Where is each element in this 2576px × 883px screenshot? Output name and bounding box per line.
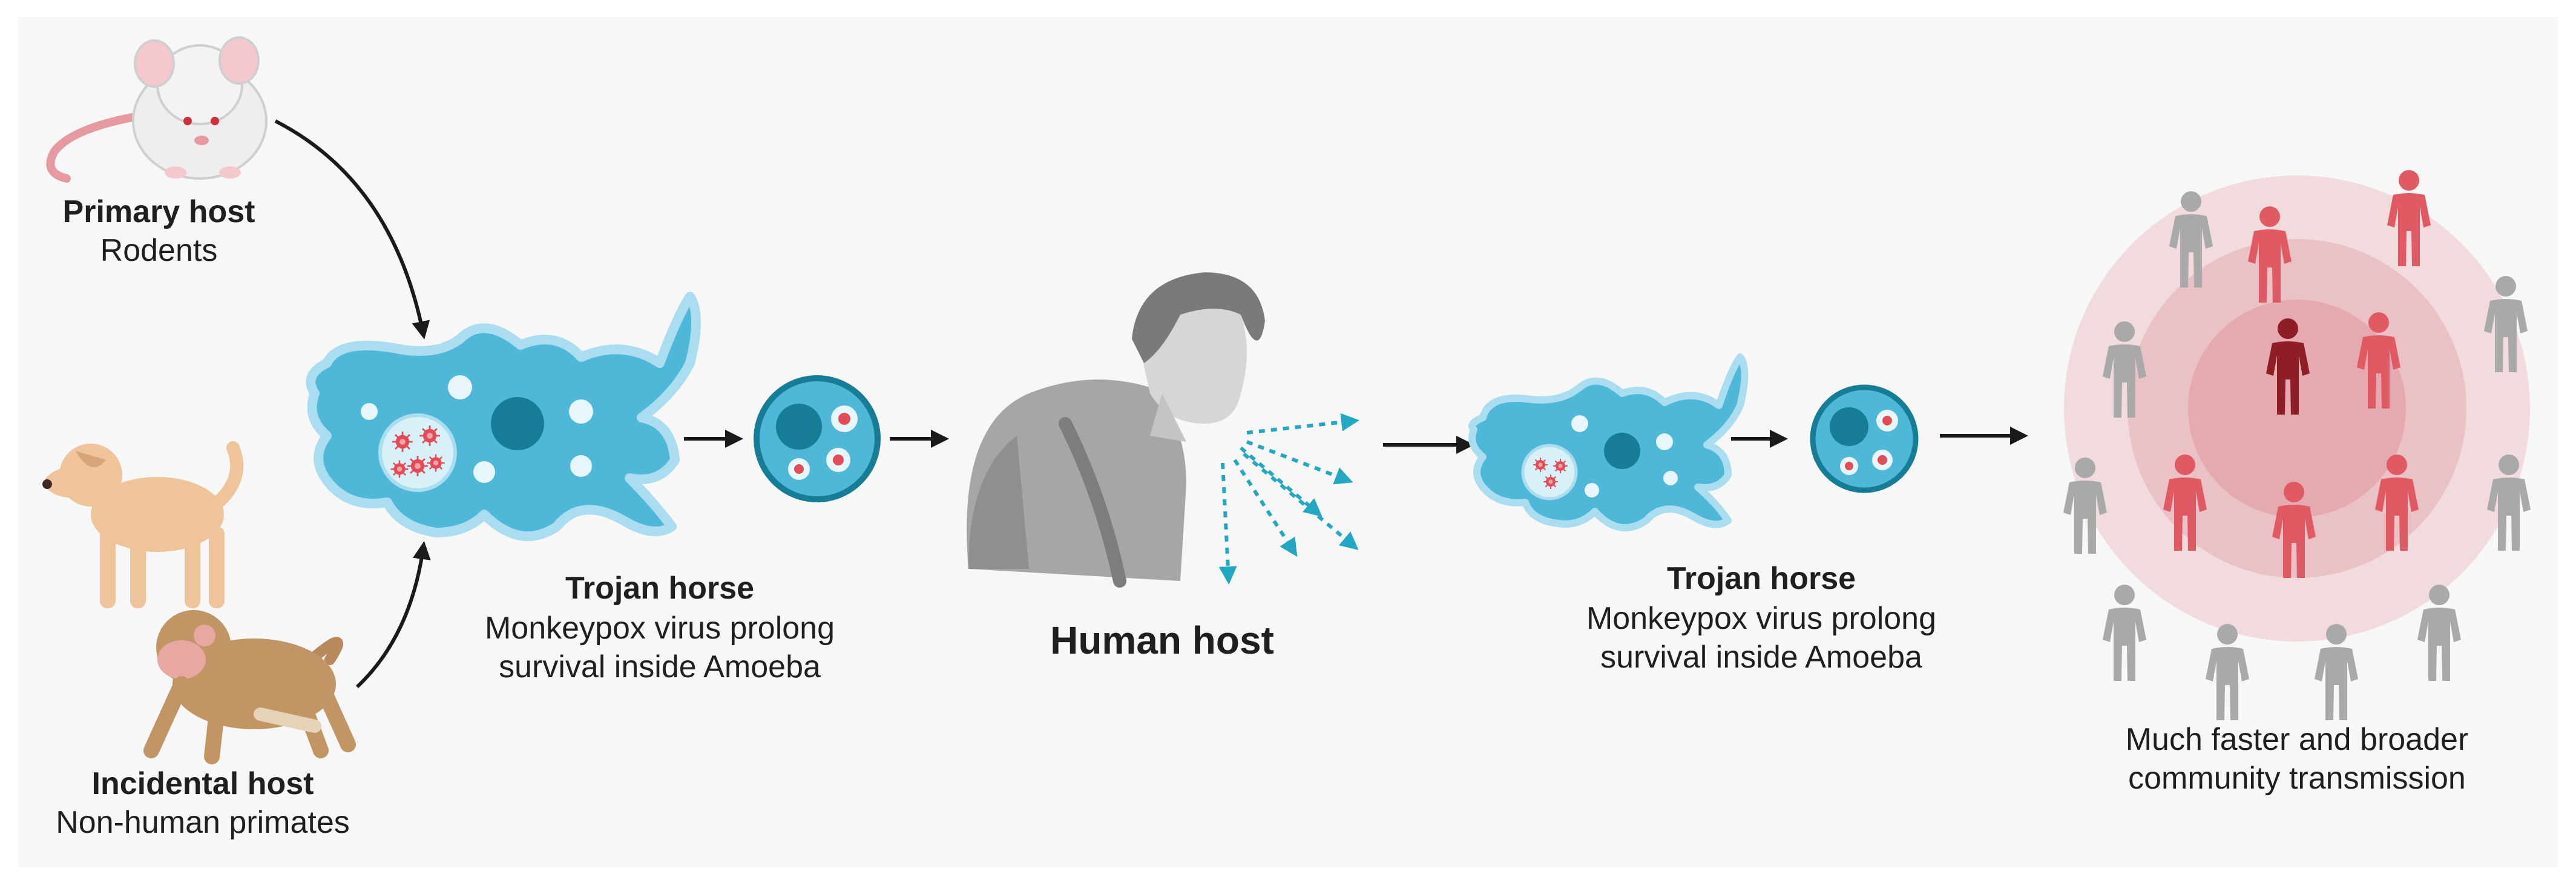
- trojan-horse-line2-2: survival inside Amoeba: [1600, 640, 1922, 675]
- incidental-host-subtitle: Non-human primates: [56, 805, 350, 840]
- monkey-icon: [143, 610, 356, 764]
- coughing-person-icon: [967, 272, 1265, 588]
- person-icon: [2206, 624, 2249, 720]
- primary-host-title: Primary host: [62, 194, 255, 229]
- trojan-horse-line2-1: survival inside Amoeba: [499, 649, 821, 684]
- droplet-spray: [1218, 413, 1359, 585]
- trojan-horse-title-1: Trojan horse: [565, 571, 755, 606]
- primate-to-amoeba-arrow: [355, 541, 431, 689]
- amoeba-icon-2: [1468, 353, 1749, 531]
- human-host-label: Human host: [1050, 619, 1274, 662]
- community-line2: community transmission: [2128, 761, 2466, 796]
- incidental-host-title: Incidental host: [91, 766, 314, 801]
- trojan-horse-line1-1: Monkeypox virus prolong: [484, 611, 835, 646]
- dog-icon: [42, 441, 244, 608]
- amoeba-icon: [306, 292, 701, 541]
- trojan-horse-line1-2: Monkeypox virus prolong: [1586, 601, 1937, 636]
- rat-icon: [46, 36, 268, 183]
- rodent-to-amoeba-arrow: [274, 119, 430, 340]
- cyst-icon-2: [1810, 384, 1919, 493]
- person-icon: [2103, 585, 2146, 681]
- community-line1: Much faster and broader: [2125, 722, 2469, 757]
- cyst-icon: [754, 375, 881, 502]
- primary-host-subtitle: Rodents: [100, 233, 218, 268]
- trojan-horse-title-2: Trojan horse: [1666, 561, 1856, 596]
